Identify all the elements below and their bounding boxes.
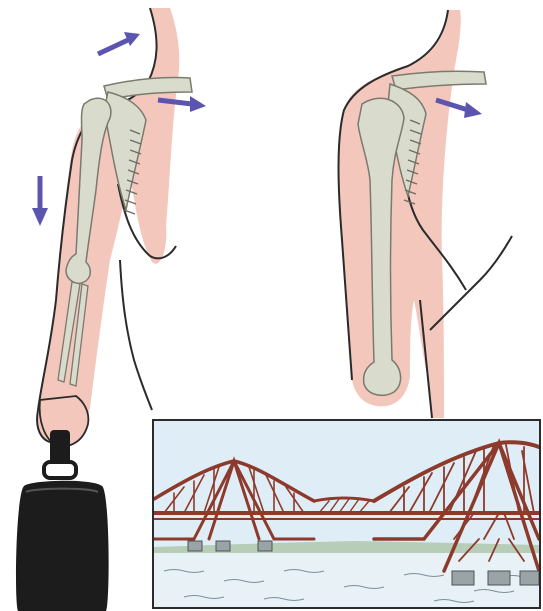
suitcase-handle: [50, 430, 70, 464]
bridge-illustration: [154, 421, 539, 607]
left-torso-edge: [120, 260, 152, 410]
pier-4: [452, 571, 474, 585]
suitcase-body: [16, 481, 109, 611]
right-arm-figure: [339, 10, 513, 418]
suitcase-grip-ring: [44, 462, 76, 478]
arrow-shoulder-up-icon: [98, 32, 140, 54]
pier-5: [488, 571, 510, 585]
pier-6: [520, 571, 539, 585]
left-arm-figure: [32, 8, 206, 446]
pier-2: [216, 541, 230, 551]
suitcase: [16, 430, 109, 611]
pier-1: [188, 541, 202, 551]
pier-3: [258, 541, 272, 551]
bridge-panel: [152, 419, 541, 609]
arrow-arm-down-icon: [32, 176, 48, 226]
distant-shore: [154, 541, 539, 555]
